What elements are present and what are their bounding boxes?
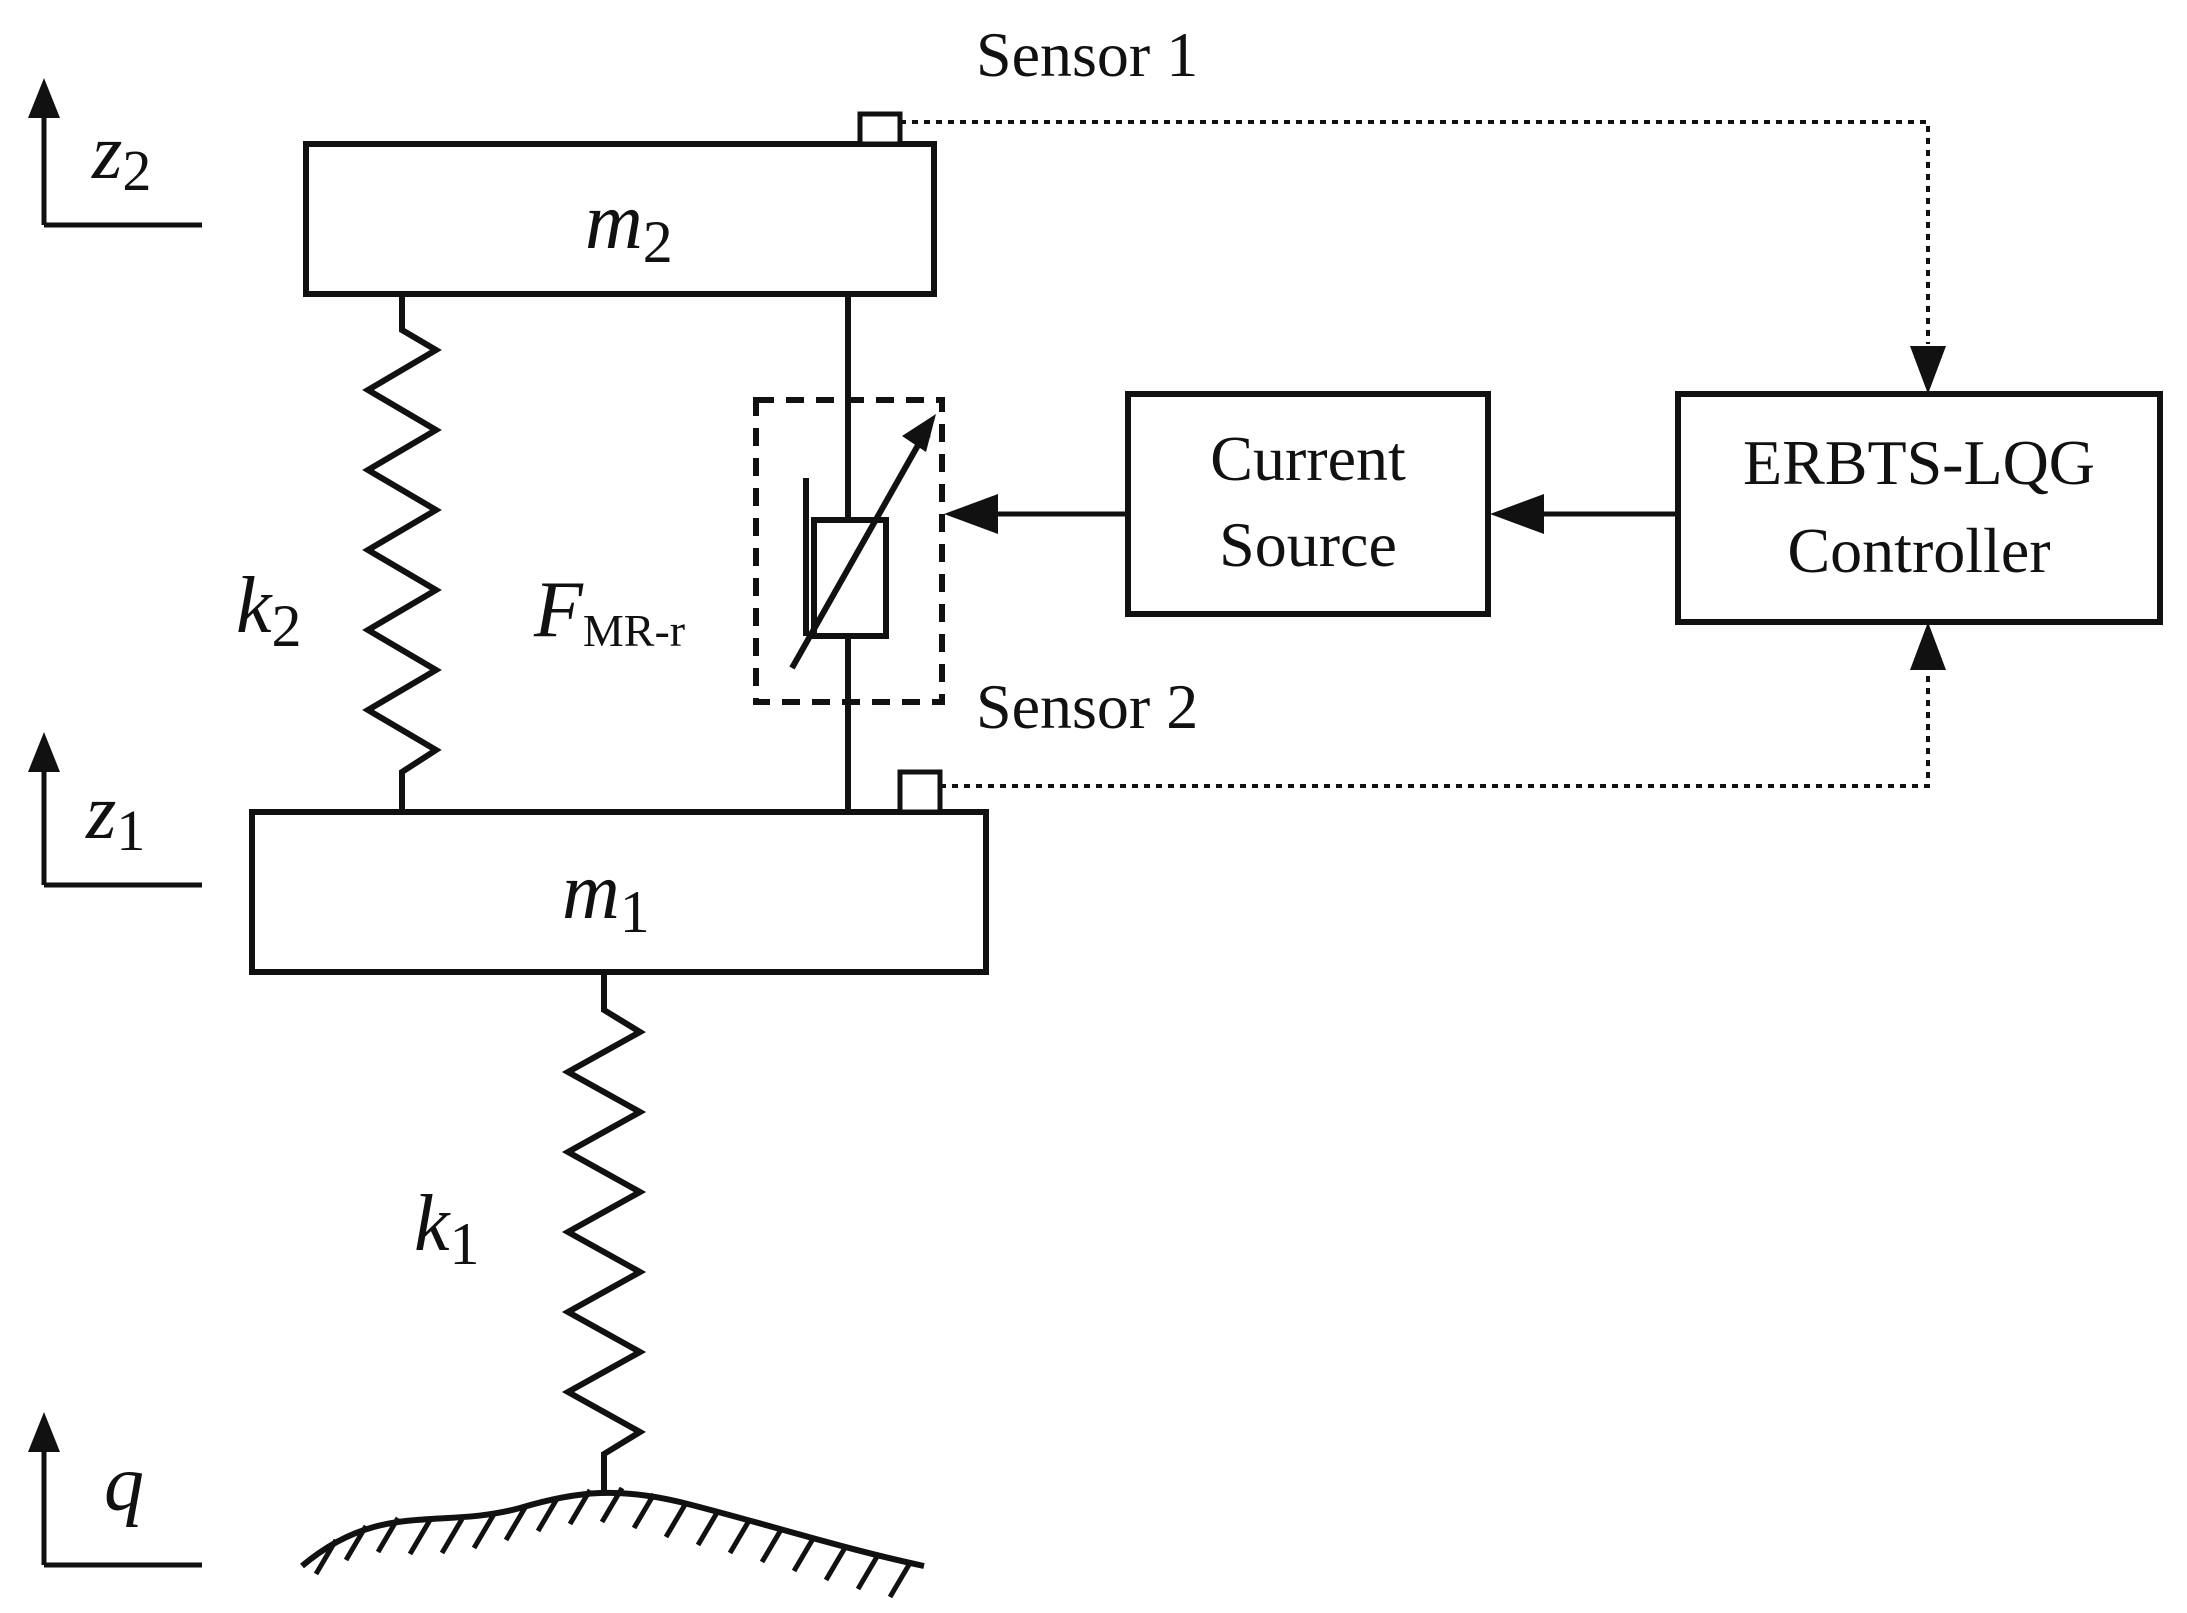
current-source-line1: Current bbox=[1210, 423, 1406, 494]
spring-k2-label: k2 bbox=[236, 562, 302, 659]
mass-m2-label: m2 bbox=[585, 178, 673, 275]
sensor-1-feedback-line bbox=[900, 120, 1946, 394]
z1-axis bbox=[28, 732, 202, 888]
sensor-2-icon bbox=[897, 769, 943, 815]
controller-line2: Controller bbox=[1787, 515, 2050, 586]
mass-m1-block bbox=[249, 809, 989, 975]
z1-label: z1 bbox=[85, 768, 145, 863]
sensor-2-feedback-line bbox=[940, 622, 1946, 788]
ground-hatching bbox=[313, 1486, 913, 1599]
damper-label: FMR-r bbox=[533, 566, 685, 656]
controller-to-source-arrow bbox=[1490, 494, 1678, 534]
source-to-damper-arrow bbox=[944, 494, 1128, 534]
variable-damping-arrowhead bbox=[902, 414, 936, 452]
q-label: q bbox=[104, 1440, 144, 1528]
q-axis bbox=[28, 1412, 202, 1568]
mr-damper bbox=[803, 294, 889, 812]
z2-axis bbox=[28, 78, 202, 228]
mass-m2-block bbox=[303, 141, 937, 297]
variable-damping-arrow bbox=[789, 422, 933, 670]
sensor-1-icon bbox=[857, 111, 903, 147]
damper-dashed-box bbox=[753, 397, 945, 705]
controller-line1: ERBTS-LQG bbox=[1743, 427, 2095, 498]
mass-m1-label: m1 bbox=[562, 848, 650, 945]
sensor-1-label: Sensor 1 bbox=[976, 19, 1198, 90]
sensor-2-label: Sensor 2 bbox=[976, 671, 1198, 742]
controller-block bbox=[1675, 391, 2163, 625]
spring-k1-label: k1 bbox=[414, 1180, 480, 1277]
z2-label: z2 bbox=[91, 108, 151, 203]
ground bbox=[300, 1486, 925, 1599]
spring-k1 bbox=[561, 972, 647, 1490]
current-source-block bbox=[1125, 391, 1491, 617]
current-source-line2: Source bbox=[1219, 509, 1397, 580]
spring-k2 bbox=[362, 294, 442, 812]
